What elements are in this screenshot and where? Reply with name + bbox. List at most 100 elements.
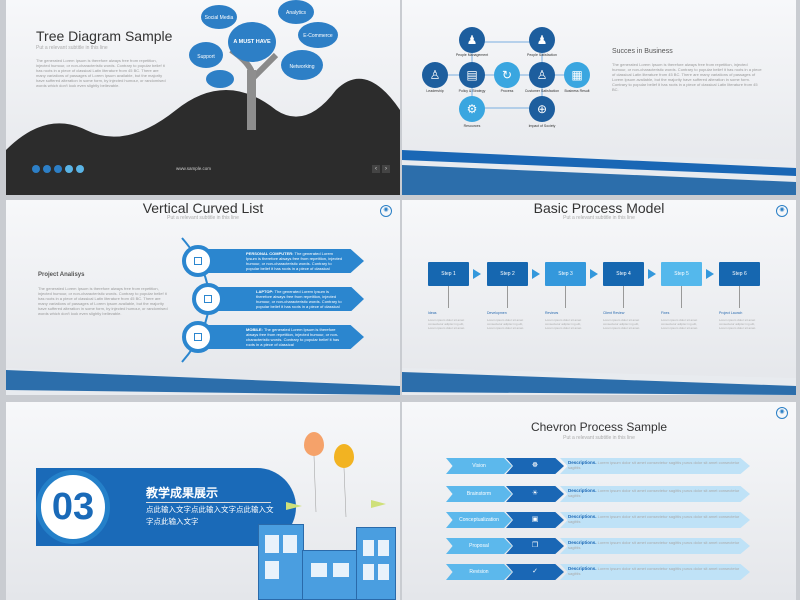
chevron-desc: Descriptions. Lorem ipsum dolor sit amet… bbox=[560, 458, 750, 474]
step-box[interactable]: Step 3 bbox=[545, 262, 586, 286]
slide-title: Chevron Process Sample bbox=[530, 420, 668, 434]
node-label: Customer Satisfaction bbox=[524, 89, 560, 93]
slide-success-in-business[interactable]: ♟ People Management ♟ People Satisfactio… bbox=[402, 0, 796, 195]
chevron-label[interactable]: Revision bbox=[446, 564, 512, 580]
arrow-icon bbox=[648, 269, 656, 279]
step-title: Project Launch bbox=[719, 311, 743, 315]
arrow-icon bbox=[532, 269, 540, 279]
item-text: The generated Lorem Ipsum is therefore a… bbox=[246, 327, 340, 347]
node-label: People Management bbox=[455, 53, 489, 57]
slide-chevron-process[interactable]: ◉ Chevron Process Sample Put a relevant … bbox=[402, 402, 796, 600]
node-label: People Satisfaction bbox=[527, 53, 557, 57]
slide-subtitle: Put a relevant subtitle in this line bbox=[563, 435, 635, 441]
node-process-icon: ↻ bbox=[494, 62, 520, 88]
step-desc: Lorem ipsum dolor sit amet consectetur a… bbox=[719, 318, 757, 330]
node-policy-icon: ▤ bbox=[459, 62, 485, 88]
slide-section-03[interactable]: 03 教学成果展示 点此输入文字点此输入文字点此输入文字点此输入文字 bbox=[6, 402, 400, 600]
step-title: Client Review bbox=[603, 311, 625, 315]
check-icon: ✓ bbox=[506, 564, 564, 580]
branch-e-commerce: E-Commerce bbox=[298, 22, 338, 48]
center-cloud: A MUST HAVE bbox=[228, 22, 276, 62]
list-item[interactable]: LAPTOP: The generated Lorem Ipsum is the… bbox=[206, 287, 364, 311]
logo-icon: ◉ bbox=[776, 205, 788, 217]
item-label: LAPTOP: bbox=[256, 289, 274, 294]
node-label: Business Result bbox=[564, 89, 590, 93]
step-title: Ideas bbox=[428, 311, 437, 315]
slide-body: The generated Lorem Ipsum is therefore a… bbox=[612, 62, 762, 92]
dot[interactable] bbox=[76, 165, 84, 173]
node-label: Policy & Strategy bbox=[458, 89, 486, 93]
book-icon: ▣ bbox=[506, 512, 564, 528]
step-title: Fixes bbox=[661, 311, 670, 315]
step-box[interactable]: Step 5 bbox=[661, 262, 702, 286]
balloon-strings bbox=[286, 455, 386, 518]
step-connector bbox=[448, 286, 449, 308]
chevron-label[interactable]: Vision bbox=[446, 458, 512, 474]
section-number: 03 bbox=[36, 470, 110, 544]
step-box[interactable]: Step 6 bbox=[719, 262, 760, 286]
step-connector bbox=[565, 286, 566, 308]
chat-icon: ❐ bbox=[506, 538, 564, 554]
balloon-orange-icon bbox=[304, 432, 324, 456]
slide-title: Basic Process Model bbox=[533, 200, 665, 216]
arrow-icon bbox=[706, 269, 714, 279]
building-middle bbox=[302, 550, 358, 600]
slide-title: Succes in Business bbox=[612, 48, 673, 55]
item-label: PERSONAL COMPUTER: bbox=[246, 251, 294, 256]
node-label: Resources bbox=[463, 124, 481, 128]
chevron-desc: Descriptions. Lorem ipsum dolor sit amet… bbox=[560, 564, 750, 580]
step-title: Reviews bbox=[545, 311, 559, 315]
item-label: MOBILE: bbox=[246, 327, 263, 332]
chevron-desc: Descriptions. Lorem ipsum dolor sit amet… bbox=[560, 512, 750, 528]
step-box[interactable]: Step 2 bbox=[487, 262, 528, 286]
arrow-icon bbox=[590, 269, 598, 279]
ring-icon bbox=[182, 245, 214, 277]
slide-dots[interactable] bbox=[32, 165, 84, 173]
slide-body: The generated Lorem Ipsum is therefore a… bbox=[36, 58, 166, 88]
slide-vertical-curved-list[interactable]: ◉ Vertical Curved List Put a relevant su… bbox=[6, 200, 400, 395]
prev-arrow-icon[interactable]: ‹ bbox=[372, 165, 380, 173]
node-resources-icon: ⚙ bbox=[459, 96, 485, 122]
list-item[interactable]: MOBILE: The generated Lorem Ipsum is the… bbox=[196, 325, 364, 349]
node-impact-society-icon: ⊕ bbox=[529, 96, 555, 122]
balloon-yellow-icon bbox=[334, 444, 354, 468]
chevron-label[interactable]: Proposal bbox=[446, 538, 512, 554]
slide-subtitle: Put a relevant subtitle in this line bbox=[563, 215, 635, 221]
step-box[interactable]: Step 4 bbox=[603, 262, 644, 286]
chevron-desc: Descriptions. Lorem ipsum dolor sit amet… bbox=[560, 538, 750, 554]
vision-icon: ☸ bbox=[506, 458, 564, 474]
arrow-icon bbox=[473, 269, 481, 279]
step-connector bbox=[739, 286, 740, 308]
step-desc: Lorem ipsum dolor sit amet consectetur a… bbox=[545, 318, 583, 330]
dot[interactable] bbox=[43, 165, 51, 173]
chevron-label[interactable]: Conceptualization bbox=[446, 512, 512, 528]
nav-arrows[interactable]: ‹ › bbox=[372, 165, 390, 173]
dot[interactable] bbox=[54, 165, 62, 173]
item-text: The generated Lorem Ipsum is therefore a… bbox=[256, 289, 342, 309]
next-arrow-icon[interactable]: › bbox=[382, 165, 390, 173]
logo-icon: ◉ bbox=[380, 205, 392, 217]
step-desc: Lorem ipsum dolor sit amet consectetur a… bbox=[603, 318, 641, 330]
footer-stripe bbox=[402, 368, 796, 395]
node-label: Impact of Society bbox=[528, 124, 556, 128]
node-label: Process bbox=[500, 89, 514, 93]
slide-basic-process-model[interactable]: ◉ Basic Process Model Put a relevant sub… bbox=[402, 200, 796, 395]
node-people-management-icon: ♟ bbox=[459, 27, 485, 53]
ring-icon bbox=[182, 321, 214, 353]
step-desc: Lorem ipsum dolor sit amet consectetur a… bbox=[661, 318, 699, 330]
list-item[interactable]: PERSONAL COMPUTER: The generated Lorem I… bbox=[196, 249, 364, 273]
step-desc: Lorem ipsum dolor sit amet consectetur a… bbox=[428, 318, 466, 330]
step-box[interactable]: Step 1 bbox=[428, 262, 469, 286]
site-url[interactable]: www.sample.com bbox=[176, 166, 212, 171]
chevron-label[interactable]: Brainstorm bbox=[446, 486, 512, 502]
slide-tree-diagram[interactable]: Tree Diagram Sample Put a relevant subti… bbox=[6, 0, 400, 195]
step-title: Developmen bbox=[487, 311, 507, 315]
slide-title: Vertical Curved List bbox=[142, 200, 264, 216]
dot[interactable] bbox=[32, 165, 40, 173]
step-connector bbox=[507, 286, 508, 308]
dot[interactable] bbox=[65, 165, 73, 173]
section-title: 教学成果展示 bbox=[146, 486, 219, 500]
node-people-satisfaction-icon: ♟ bbox=[529, 27, 555, 53]
slide-subtitle: Put a relevant subtitle in this line bbox=[36, 45, 108, 51]
slide-title: Tree Diagram Sample bbox=[36, 28, 173, 44]
